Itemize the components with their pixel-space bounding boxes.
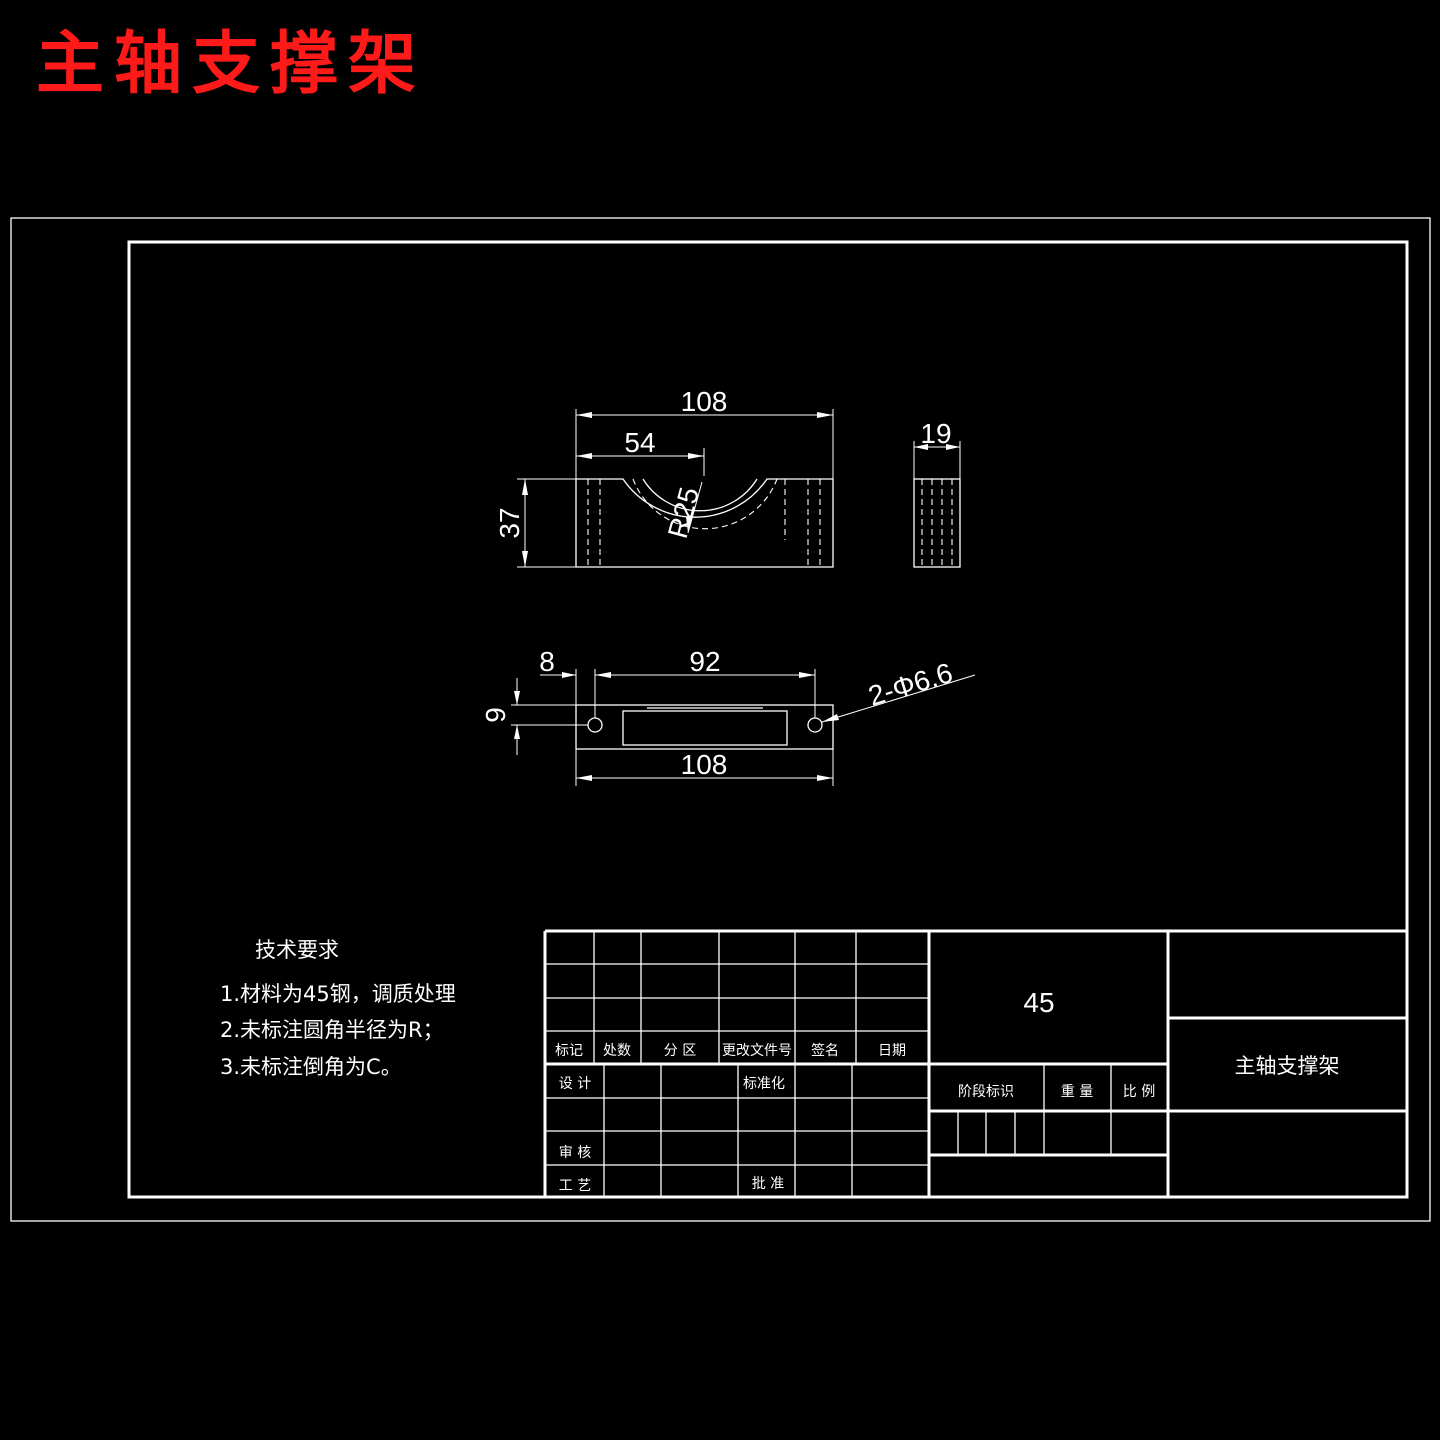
arrowhead (817, 775, 833, 781)
standardization-label: 标准化 (743, 1076, 785, 1092)
title-block: 标记 处数 分 区 更改文件号 签名 日期 设 计 标准化 审 核 工 艺 批 … (543, 929, 1407, 1197)
process-label: 工 艺 (559, 1178, 591, 1194)
arrowhead (914, 444, 928, 450)
dim-label-108-bottom: 108 (681, 749, 728, 780)
dim-label-54: 54 (624, 427, 655, 458)
front-view: 108 54 R25 37 (494, 386, 834, 568)
arrowhead (514, 725, 520, 739)
mounting-hole (587, 717, 603, 733)
dim-label-8: 8 (539, 646, 555, 677)
drawing-title: 主轴支撑架 (36, 24, 427, 104)
radius-leader (687, 481, 703, 534)
top-view-slot (622, 710, 788, 746)
arrowhead (576, 453, 592, 459)
review-label: 审 核 (559, 1145, 591, 1161)
revision-header-date: 日期 (878, 1043, 906, 1059)
outer-border (10, 217, 1431, 1222)
tech-requirement-item: 1.材料为45钢，调质处理 (220, 982, 456, 1006)
revision-header-signature: 签名 (811, 1042, 839, 1059)
dim-label-9: 9 (480, 707, 511, 723)
approve-label: 批 准 (752, 1176, 784, 1192)
arrowhead (562, 672, 576, 678)
part-name: 主轴支撑架 (1235, 1054, 1340, 1078)
stage-label: 阶段标识 (958, 1084, 1014, 1100)
arrowhead (822, 714, 839, 722)
arrowhead (799, 672, 815, 678)
weight-label: 重 量 (1061, 1084, 1093, 1100)
revision-header-mark: 标记 (555, 1043, 583, 1059)
side-view: 19 (913, 418, 961, 568)
arrowhead (576, 775, 592, 781)
revision-header-doc: 更改文件号 (722, 1043, 792, 1059)
dim-label-37: 37 (494, 507, 525, 538)
scale-label: 比 例 (1123, 1084, 1155, 1100)
arrowhead (514, 691, 520, 705)
top-view: 8 92 2-Φ6.6 9 108 (480, 646, 976, 786)
dim-label-hole-callout: 2-Φ6.6 (865, 657, 956, 712)
front-view-inner-arc (642, 478, 758, 512)
mounting-hole (807, 717, 823, 733)
revision-header-zone: 分 区 (664, 1043, 696, 1059)
inner-frame (127, 240, 1409, 1199)
revision-header-count: 处数 (603, 1043, 631, 1059)
dim-label-92: 92 (689, 646, 720, 677)
top-view-outline (575, 704, 834, 750)
arrowhead (946, 444, 960, 450)
arrowhead (522, 479, 528, 495)
tech-requirement-item: 2.未标注圆角半径为R； (220, 1018, 444, 1042)
tech-requirement-item: 3.未标注倒角为C。 (220, 1055, 402, 1079)
hole-leader (821, 674, 976, 723)
dim-label-r25: R25 (662, 484, 705, 542)
side-view-outline (913, 478, 961, 568)
tech-requirements: 技术要求 1.材料为45钢，调质处理 2.未标注圆角半径为R； 3.未标注倒角为… (220, 938, 456, 1079)
arrowhead (688, 453, 704, 459)
arrowhead (522, 551, 528, 567)
front-view-outline (575, 478, 834, 568)
material-value: 45 (1023, 987, 1054, 1018)
dim-label-108: 108 (681, 386, 728, 417)
arrowhead (817, 412, 833, 418)
arrowhead (595, 672, 611, 678)
tech-requirements-heading: 技术要求 (255, 938, 339, 962)
front-view-hidden-arc (632, 478, 778, 530)
arrowhead (686, 517, 692, 533)
design-label: 设 计 (559, 1076, 591, 1092)
dim-label-19: 19 (920, 418, 951, 449)
arrowhead (576, 412, 592, 418)
